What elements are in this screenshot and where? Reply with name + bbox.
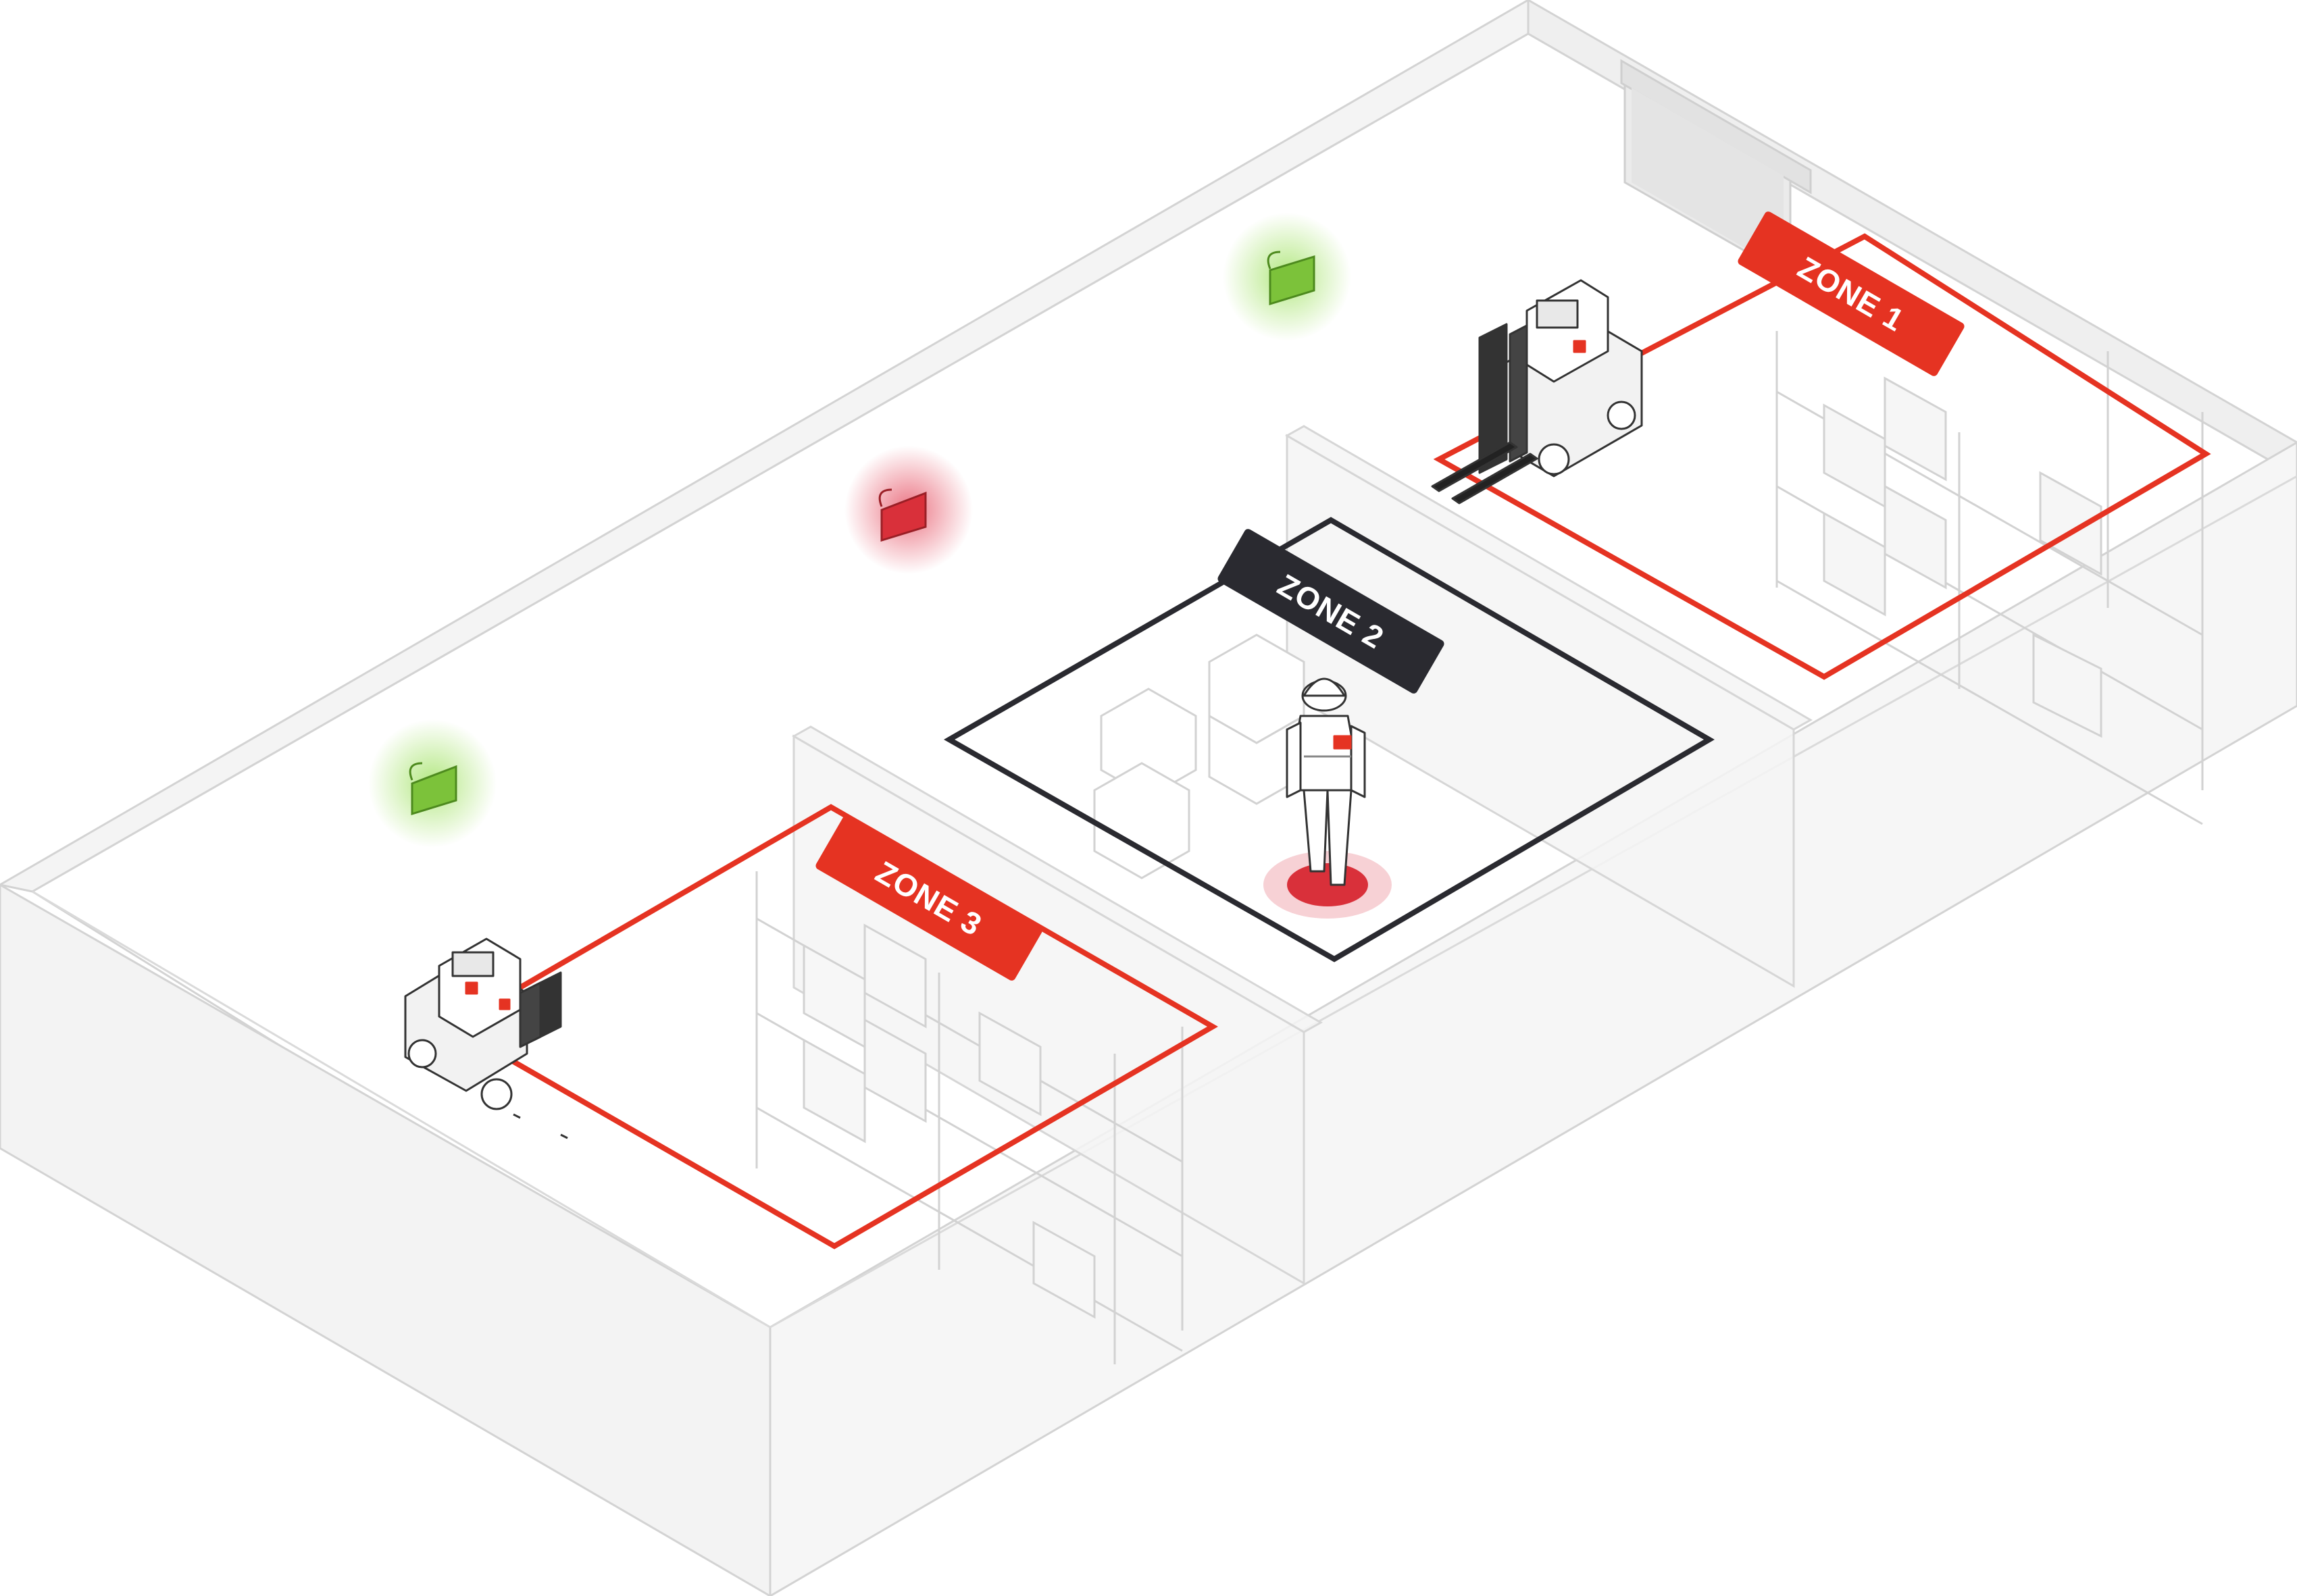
worker-icon <box>1263 677 1392 919</box>
warning-beacon-icon <box>368 719 497 848</box>
zone-2-outline <box>943 517 1715 962</box>
front-left-wall <box>0 883 772 1596</box>
forklift-icon <box>404 937 568 1139</box>
partition-wall-left-top <box>791 725 1323 1033</box>
zone-3-outline <box>447 804 1218 1250</box>
warning-beacon-icon <box>844 446 973 574</box>
warning-beacon-icon <box>1223 213 1351 341</box>
shelving-zone-3 <box>755 871 1184 1364</box>
forklift-icon <box>1431 279 1643 505</box>
zone-1-outline <box>1433 233 2211 680</box>
roller-door-icon <box>1620 59 1812 279</box>
partition-wall-right-top <box>1284 425 1813 731</box>
boxes-zone-2 <box>1093 634 1305 879</box>
shelving-zone-1 <box>1775 331 2204 825</box>
